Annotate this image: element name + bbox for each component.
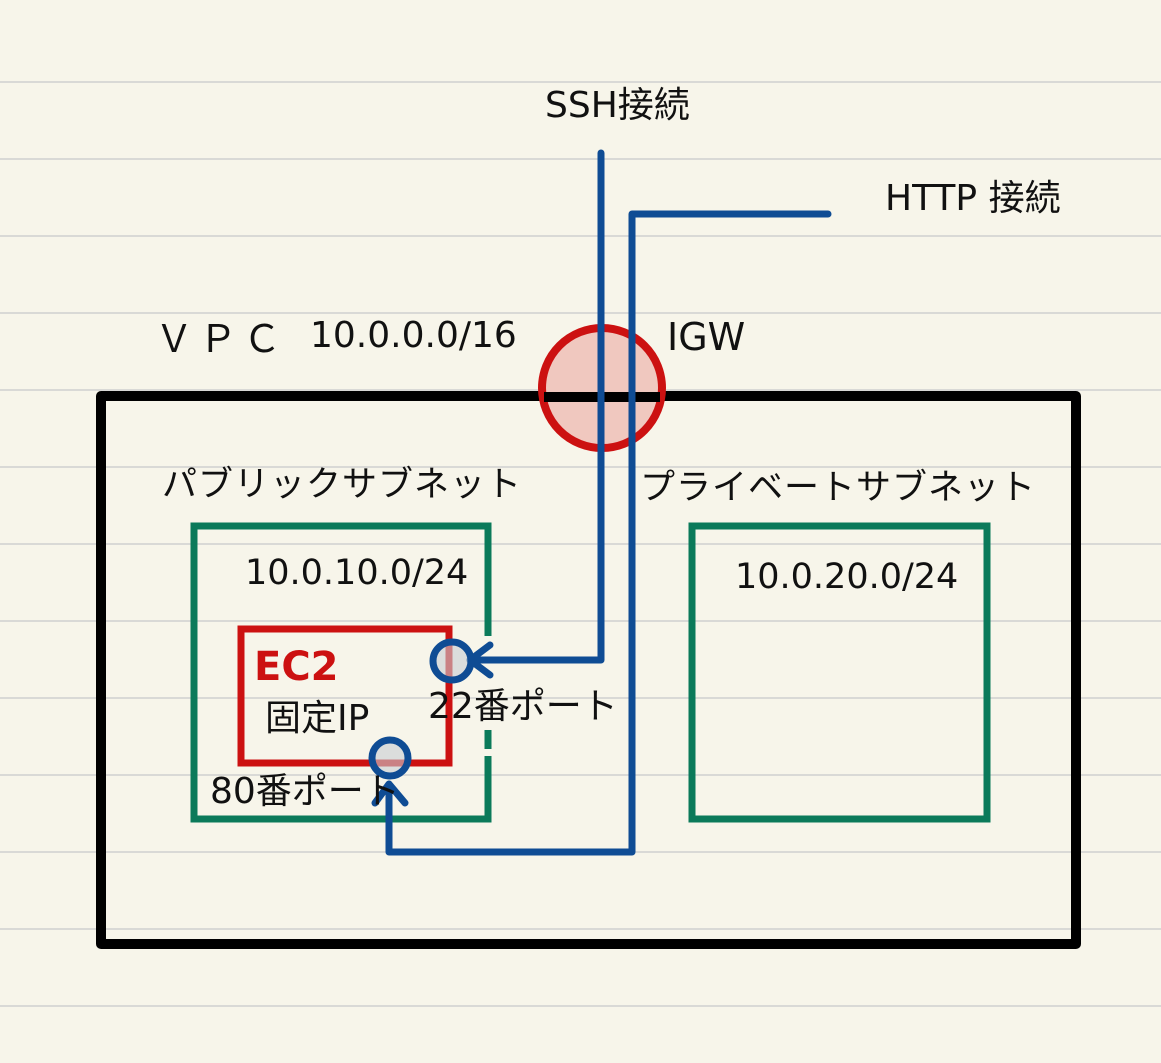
ec2-box [237,625,453,767]
vpc-label: ＶＰＣ [155,317,287,361]
private-subnet-label: プライベートサブネット [640,468,1036,508]
ssh-connection-line [466,149,605,664]
http-arrowhead [371,780,409,807]
private-subnet-box [688,522,991,823]
public-subnet-box [190,522,492,823]
vpc-cidr-label: 10.0.0.0/16 [310,315,517,356]
private-cidr-label: 10.0.20.0/24 [735,557,958,597]
port-80-circle [368,736,412,780]
port-22-label: 22番ポート [428,686,618,727]
public-cidr-label: 10.0.10.0/24 [245,553,468,593]
igw-label: IGW [667,315,745,359]
http-label: HTTP 接続 [885,178,1061,219]
public-subnet-label: パブリックサブネット [162,465,522,505]
port-22-circle [429,638,475,684]
port-80-label: 80番ポート [210,771,400,812]
fixed-ip-label: 固定IP [265,698,369,739]
ssh-label: SSH接続 [545,85,690,126]
http-connection-line [385,210,832,856]
ec2-label: EC2 [254,644,339,690]
